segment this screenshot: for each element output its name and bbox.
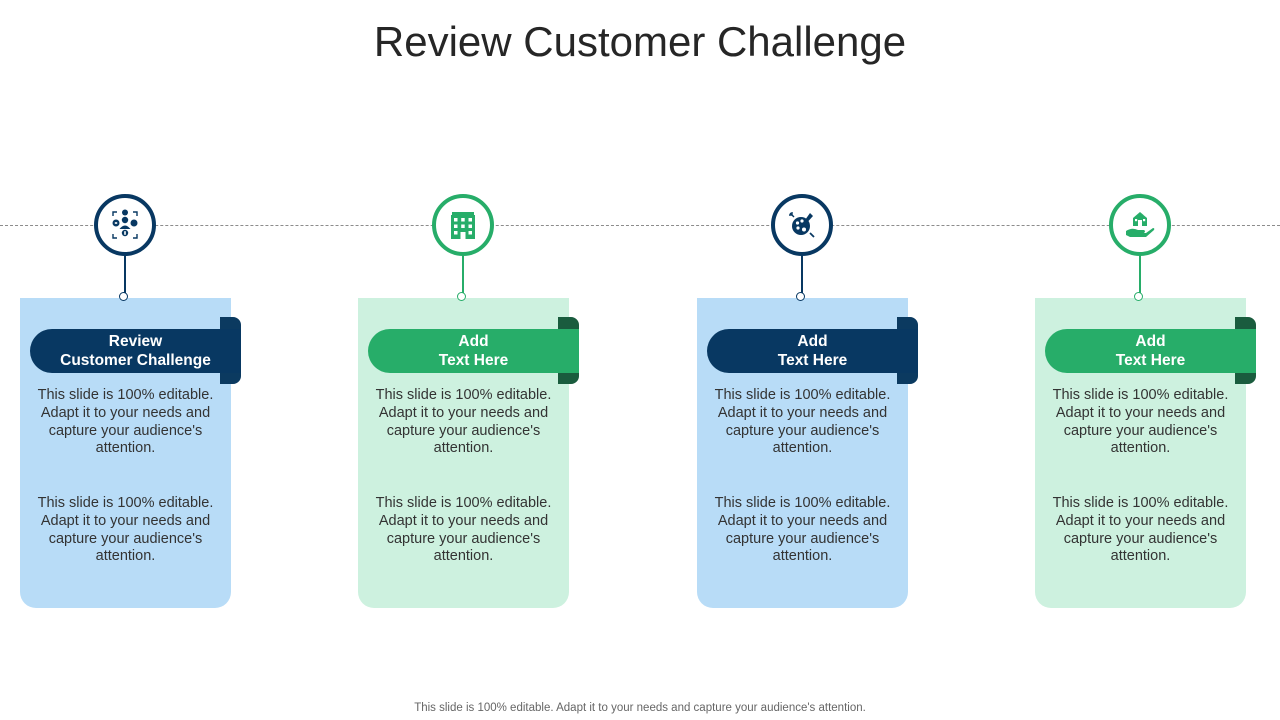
- column-1: Review Customer Challenge This slide is …: [20, 0, 250, 720]
- heading-line-2: Text Here: [777, 352, 848, 369]
- heading-line-1: Add: [797, 333, 828, 350]
- card-heading: Review Customer Challenge: [30, 329, 241, 373]
- heading-line-2: Customer Challenge: [60, 352, 211, 369]
- card-text-1: This slide is 100% editable. Adapt it to…: [1052, 387, 1229, 457]
- team-network-icon: [112, 209, 138, 239]
- heading-line-2: Text Here: [1115, 352, 1186, 369]
- card-text-2: This slide is 100% editable. Adapt it to…: [714, 495, 891, 565]
- connector-dot: [119, 292, 128, 301]
- connector-stem: [1139, 254, 1141, 294]
- icon-circle: [94, 194, 156, 256]
- building-icon: [451, 212, 475, 239]
- connector-stem: [124, 254, 126, 294]
- column-3: Add Text Here This slide is 100% editabl…: [697, 0, 927, 720]
- card-text-1: This slide is 100% editable. Adapt it to…: [37, 387, 214, 457]
- card-text-1: This slide is 100% editable. Adapt it to…: [714, 387, 891, 457]
- card-text-1: This slide is 100% editable. Adapt it to…: [375, 387, 552, 457]
- icon-circle: [771, 194, 833, 256]
- connector-dot: [1134, 292, 1143, 301]
- connector-stem: [801, 254, 803, 294]
- icon-circle: [432, 194, 494, 256]
- heading-line-1: Review: [108, 333, 163, 350]
- connector-dot: [457, 292, 466, 301]
- palette-icon: [789, 212, 815, 238]
- card-text-2: This slide is 100% editable. Adapt it to…: [37, 495, 214, 565]
- card-text-2: This slide is 100% editable. Adapt it to…: [375, 495, 552, 565]
- slide-title: Review Customer Challenge: [373, 18, 907, 65]
- hand-house-icon: [1126, 212, 1155, 237]
- heading-line-1: Add: [1135, 333, 1166, 350]
- card-heading: Add Text Here: [368, 329, 579, 373]
- footer-note: This slide is 100% editable. Adapt it to…: [414, 702, 866, 714]
- icon-circle: [1109, 194, 1171, 256]
- heading-line-1: Add: [458, 333, 489, 350]
- card-heading: Add Text Here: [1045, 329, 1256, 373]
- column-4: Add Text Here This slide is 100% editabl…: [1035, 0, 1265, 720]
- heading-line-2: Text Here: [438, 352, 509, 369]
- column-2: Add Text Here This slide is 100% editabl…: [358, 0, 588, 720]
- card-text-2: This slide is 100% editable. Adapt it to…: [1052, 495, 1229, 565]
- connector-dot: [796, 292, 805, 301]
- card-heading: Add Text Here: [707, 329, 918, 373]
- timeline-dashed-line: [0, 225, 1280, 226]
- connector-stem: [462, 254, 464, 294]
